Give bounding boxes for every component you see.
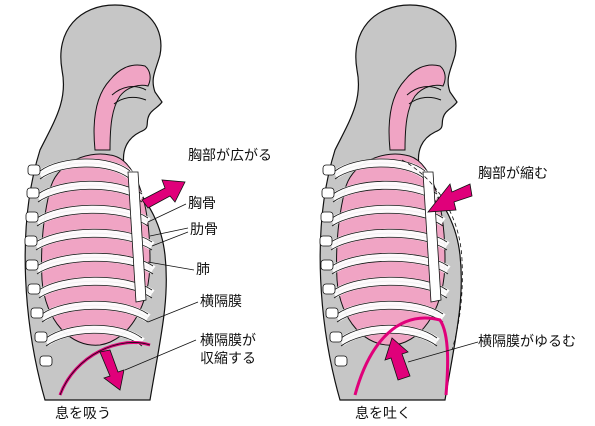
label-diaphragm: 横隔膜 (200, 294, 242, 310)
exhale-diaphragm (353, 316, 450, 396)
exhale-chest-arrow (427, 183, 473, 213)
label-diaphragm-contracts-1: 横隔膜が (200, 333, 256, 349)
label-ribs: 肋骨 (190, 222, 218, 238)
inhale-chest-arrow (141, 179, 186, 209)
label-lung: 肺 (196, 262, 210, 278)
exhale-figure: 胸部が縮む 横隔膜がゆるむ 息を吐く (320, 5, 576, 422)
inhale-diaphragm-arrow (99, 349, 125, 391)
caption-exhale: 息を吐く (355, 405, 411, 422)
label-diaphragm-relaxes: 横隔膜がゆるむ (478, 334, 576, 350)
label-chest-contracts: 胸部が縮む (478, 166, 548, 182)
exhale-expanded-outline (401, 159, 463, 351)
label-sternum: 胸骨 (188, 196, 216, 212)
label-chest-expands: 胸部が広がる (188, 148, 272, 164)
exhale-diaphragm-arrow (384, 337, 411, 381)
inhale-figure: 胸部が広がる 胸骨 肋骨 肺 横隔膜 横隔膜が 収縮する 息を吸う (25, 5, 272, 422)
caption-inhale: 息を吸う (55, 405, 111, 422)
label-diaphragm-contracts-2: 収縮する (200, 351, 256, 367)
